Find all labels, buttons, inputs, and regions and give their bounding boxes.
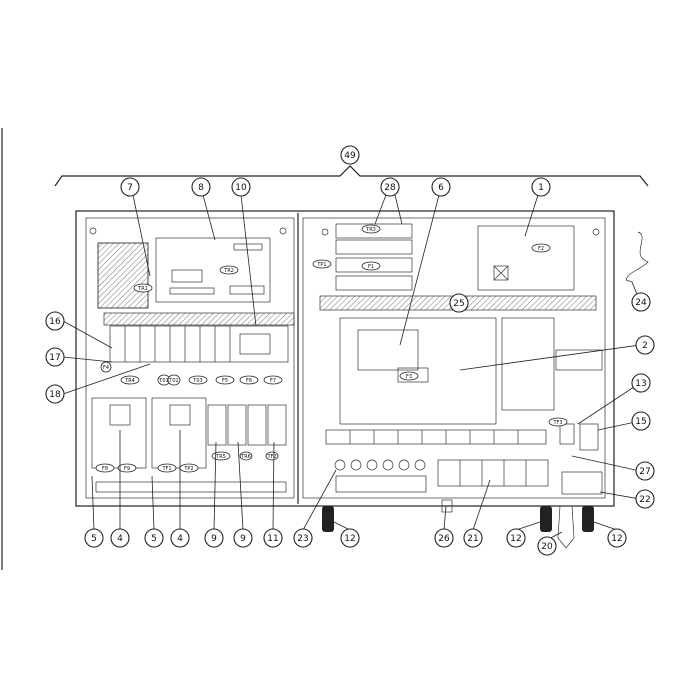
callout-27: 27 [639, 467, 650, 477]
callout-6: 6 [438, 183, 444, 193]
callout-15: 15 [635, 417, 646, 427]
tag-f2: F2 [538, 246, 544, 252]
ribbon-cable [625, 231, 649, 283]
contactor-right [151, 397, 207, 469]
control-board [155, 237, 271, 303]
interface-module [477, 225, 575, 291]
callout-22: 22 [639, 495, 650, 505]
callout-circles [45, 145, 655, 556]
callout-10: 10 [235, 183, 247, 193]
callout-1: 1 [538, 183, 544, 193]
tag-tf2: TF2 [266, 454, 276, 460]
callout-13: 13 [635, 379, 646, 389]
enclosure [75, 210, 615, 507]
callout-texts: 49 7 8 10 28 6 1 16 17 18 2 13 15 27 22 … [49, 151, 650, 552]
tag-labels [95, 224, 568, 473]
callout-8: 8 [198, 183, 204, 193]
callout-2: 2 [642, 341, 648, 351]
callout-7: 7 [127, 183, 133, 193]
callout-20: 20 [541, 542, 553, 552]
callout-9a: 9 [211, 534, 217, 544]
callout-4b: 4 [177, 534, 183, 544]
tag-tp2: TP2 [183, 466, 193, 472]
tag-f9: F9 [124, 466, 130, 472]
tag-f8: F8 [102, 466, 108, 472]
callout-5b: 5 [151, 534, 157, 544]
tag-texts: TR1 TR2 TR3 TP1 F1 F2 F3 F4 TR4 T01 T02 … [102, 227, 563, 472]
tag-f3: F3 [406, 374, 412, 380]
callout-23: 23 [297, 534, 308, 544]
cable-glands [322, 499, 594, 549]
terminal-block-row [325, 429, 547, 445]
callout-26: 26 [438, 534, 450, 544]
tag-tr2: TR2 [223, 268, 234, 274]
callout-12b: 12 [510, 534, 521, 544]
tag-f5: F5 [222, 378, 228, 384]
tag-tr6: TR6 [240, 454, 251, 460]
callout-17: 17 [49, 353, 60, 363]
side-terminals [559, 423, 603, 495]
callout-12a: 12 [344, 534, 355, 544]
callout-21: 21 [467, 534, 478, 544]
tag-tr3: TR3 [365, 227, 376, 233]
callout-49: 49 [344, 151, 356, 161]
tag-t02: T02 [168, 378, 178, 384]
tag-f1: F1 [368, 264, 374, 270]
din-rail-left [103, 312, 295, 326]
tag-tr1: TR1 [137, 286, 148, 292]
callout-16: 16 [49, 317, 61, 327]
callout-11: 11 [267, 534, 278, 544]
tag-tf3: TF3 [552, 420, 562, 426]
contactor-left [91, 397, 147, 469]
tag-t03: T03 [192, 378, 202, 384]
tag-f6: F6 [246, 378, 252, 384]
transformer [97, 242, 149, 309]
tag-tp1: TP1 [316, 262, 326, 268]
tag-tr5: TR5 [215, 454, 226, 460]
tag-tr4: TR4 [124, 378, 135, 384]
tag-f7: F7 [270, 378, 276, 384]
callout-28: 28 [384, 183, 396, 193]
overall-brace [54, 165, 649, 187]
tag-t01: T01 [158, 378, 168, 384]
terminal-strip-left [95, 481, 287, 493]
callout-5a: 5 [91, 534, 97, 544]
fuse-modules [335, 223, 413, 291]
breaker-row [109, 325, 289, 363]
callout-4a: 4 [117, 534, 123, 544]
callout-24: 24 [635, 298, 647, 308]
main-board [339, 317, 603, 425]
leader-lines [62, 194, 641, 541]
fuse-holders [334, 459, 427, 493]
tag-f4: F4 [103, 365, 109, 371]
callout-25: 25 [453, 299, 464, 309]
relay-group [207, 404, 287, 446]
tag-tf1: TF1 [161, 466, 171, 472]
callout-9b: 9 [240, 534, 246, 544]
callout-12c: 12 [611, 534, 622, 544]
terminal-group [437, 459, 549, 487]
callout-18: 18 [49, 390, 61, 400]
